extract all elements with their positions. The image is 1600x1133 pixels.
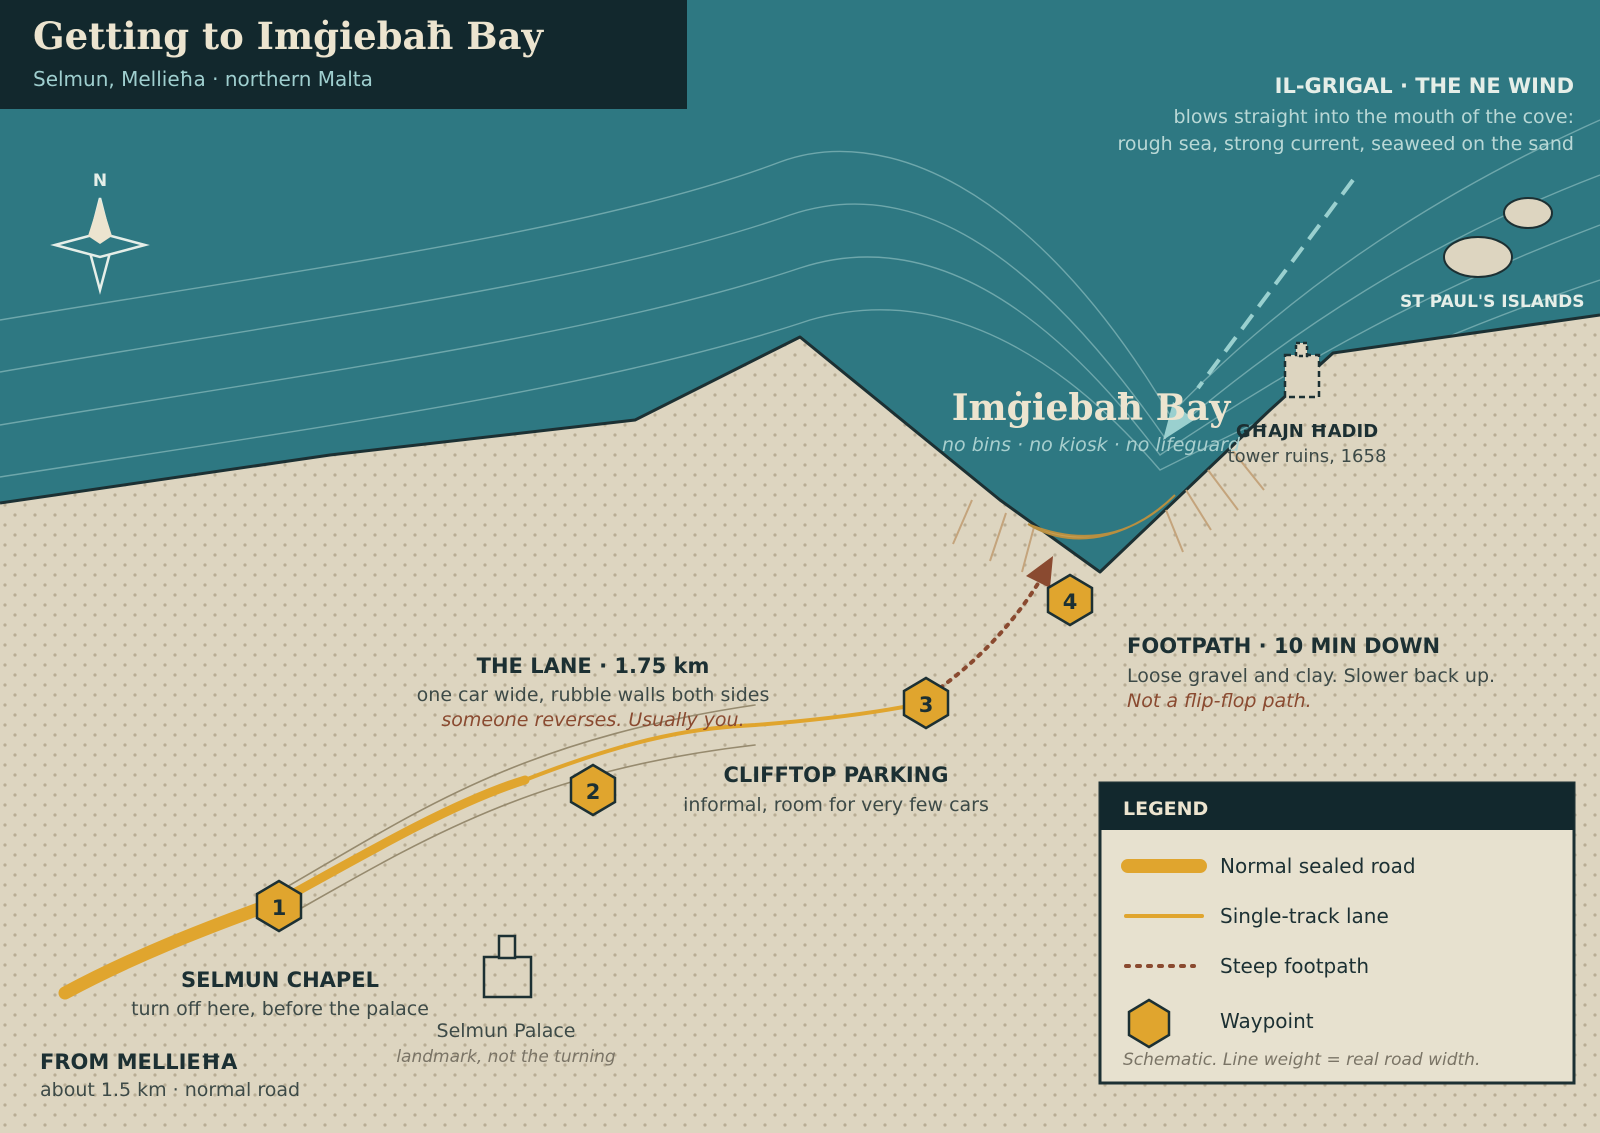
- bay-name: Imġiebaħ Bay: [952, 387, 1232, 429]
- parking-note: informal, room for very few cars: [683, 794, 989, 816]
- palace-icon: [482, 934, 533, 999]
- tower-name: GĦAJN ĦADID: [1236, 421, 1378, 442]
- waypoint-3[interactable]: 3: [902, 676, 950, 730]
- wind-line-1: blows straight into the mouth of the cov…: [1174, 106, 1574, 128]
- single-track-lane: [523, 701, 927, 782]
- legend-item-footpath: Steep footpath: [1220, 954, 1369, 978]
- page-subtitle: Selmun, Mellieħa · northern Malta: [33, 67, 373, 91]
- wind-arrow: [1163, 178, 1355, 440]
- waypoint-4-label: 4: [1063, 590, 1078, 614]
- chapel-title: SELMUN CHAPEL: [181, 968, 379, 992]
- waypoint-4[interactable]: 4: [1046, 573, 1094, 627]
- waypoint-2[interactable]: 2: [569, 763, 617, 817]
- route: [58, 570, 1047, 1000]
- waypoint-1-label: 1: [272, 896, 287, 920]
- waypoint-1[interactable]: 1: [255, 879, 303, 933]
- tower-note: tower ruins, 1658: [1228, 446, 1387, 467]
- tower-ruin-icon: [1283, 341, 1321, 399]
- sealed-road: [58, 895, 285, 1000]
- legend-item-sealed-road: Normal sealed road: [1220, 854, 1416, 878]
- wind-line-2: rough sea, strong current, seaweed on th…: [1118, 133, 1574, 155]
- legend-header: [1100, 783, 1574, 830]
- footpath-line-1: Loose gravel and clay. Slower back up.: [1127, 665, 1495, 687]
- waypoint-hexagon-icon: [1127, 998, 1171, 1049]
- parking-title: CLIFFTOP PARKING: [724, 763, 949, 787]
- lane-wall-lower: [297, 744, 756, 911]
- steep-footpath: [938, 570, 1047, 690]
- chapel-note: turn off here, before the palace: [131, 998, 429, 1020]
- footpath-arrowhead: [1026, 556, 1053, 588]
- lane-line-1: one car wide, rubble walls both sides: [417, 684, 770, 706]
- wind-title: IL-GRIGAL · THE NE WIND: [1275, 74, 1574, 98]
- palace-note: landmark, not the turning: [396, 1047, 616, 1067]
- legend-item-single-track: Single-track lane: [1220, 904, 1389, 928]
- waypoint-2-label: 2: [586, 780, 601, 804]
- palace-name: Selmun Palace: [437, 1020, 576, 1042]
- footpath-warning: Not a flip-flop path.: [1127, 690, 1312, 712]
- bay-note: no bins · no kiosk · no lifeguard: [942, 434, 1241, 456]
- compass: N: [50, 171, 150, 295]
- legend-footnote: Schematic. Line weight = real road width…: [1123, 1050, 1480, 1070]
- island-large: [1443, 236, 1513, 278]
- start-note: about 1.5 km · normal road: [40, 1079, 300, 1101]
- page-title: Getting to Imġiebaħ Bay: [33, 14, 544, 58]
- waypoint-3-label: 3: [919, 693, 934, 717]
- island-small: [1503, 197, 1553, 229]
- legend-item-waypoint: Waypoint: [1220, 1009, 1314, 1033]
- start-title: FROM MELLIEĦA: [40, 1050, 238, 1074]
- lane-wide-section: [273, 775, 530, 907]
- waypoint-hexagon-icon: [569, 763, 617, 817]
- waypoint-hexagon-icon: [902, 676, 950, 730]
- footpath-title: FOOTPATH · 10 MIN DOWN: [1127, 634, 1440, 658]
- header-panel: Getting to Imġiebaħ Bay Selmun, Mellieħa…: [0, 0, 687, 109]
- lane-warning: someone reverses. Usually you.: [441, 709, 744, 731]
- beach-sand: [1027, 494, 1176, 540]
- legend: LEGEND Normal sealed road Single-track l…: [1098, 781, 1576, 1085]
- cliff-hatching: [952, 449, 1265, 573]
- lane-title: THE LANE · 1.75 km: [477, 654, 710, 678]
- legend-title: LEGEND: [1123, 798, 1208, 820]
- waypoint-hexagon-icon: [1046, 573, 1094, 627]
- lane-wall-upper: [284, 704, 756, 889]
- islands-label: ST PAUL'S ISLANDS: [1400, 292, 1584, 312]
- compass-rose-icon: [50, 197, 150, 295]
- waypoint-hexagon-icon: [255, 879, 303, 933]
- compass-north-label: N: [93, 171, 107, 191]
